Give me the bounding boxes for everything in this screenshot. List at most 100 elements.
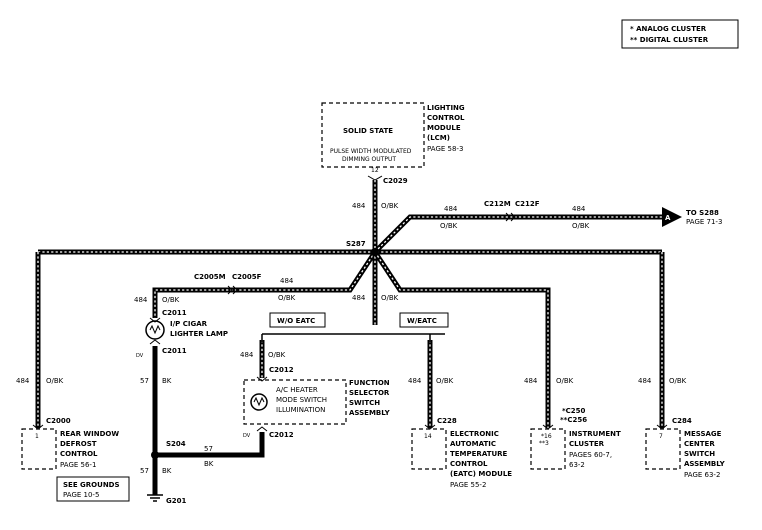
c2012-bottom-label: C2012 <box>269 431 294 439</box>
c256-label: **C256 <box>560 416 587 424</box>
option-with-box <box>399 312 449 328</box>
wire-to-cluster <box>372 250 551 428</box>
lbl-bk-func: BK <box>204 460 214 468</box>
see-grounds-line1: SEE GROUNDS <box>63 481 120 489</box>
c284-label: C284 <box>672 417 692 425</box>
rear-defrost-name2: DEFROST <box>60 440 97 448</box>
c2011-bottom-label: C2011 <box>162 347 187 355</box>
lcm-page: PAGE 58-3 <box>427 145 463 153</box>
option-with: W/EATC <box>407 317 437 325</box>
cluster-box <box>530 428 566 470</box>
wire-ground-func <box>155 432 265 458</box>
message-center-name2: CENTER <box>684 440 715 448</box>
func-name2: SELECTOR <box>349 389 390 397</box>
option-without: W/O EATC <box>277 317 315 325</box>
s204-splice <box>151 451 159 459</box>
option-without-box <box>269 312 326 328</box>
c2005m-label: C2005M <box>194 273 226 281</box>
func-name4: ASSEMBLY <box>349 409 391 417</box>
s288-letter: A <box>665 214 671 222</box>
cluster-pin-analog: *16 <box>541 433 552 440</box>
eatc-name2: AUTOMATIC <box>450 440 496 448</box>
function-switch-box <box>243 379 347 425</box>
cluster-page2: 63-2 <box>569 461 585 469</box>
func-inner2: MODE SWITCH <box>276 396 327 404</box>
lbl-484-c212: 484 <box>444 205 458 213</box>
eatc-box <box>411 428 447 470</box>
wire-labels: 484 O/BK 484 O/BK 484 O/BK 484 O/BK 484 … <box>16 202 687 385</box>
c2029-label: C2029 <box>383 177 408 185</box>
see-grounds: SEE GROUNDS PAGE 10-5 <box>56 476 130 502</box>
lcm-inner-sub1: PULSE WIDTH MODULATED <box>330 148 412 155</box>
lbl-57-top: 57 <box>140 377 149 385</box>
lbl-57-func: 57 <box>204 445 213 453</box>
legend-box <box>621 19 739 49</box>
lcm-inner-title: SOLID STATE <box>343 127 393 135</box>
cluster-pin-digital: **3 <box>539 440 549 447</box>
legend-digital: ** DIGITAL CLUSTER <box>630 36 709 44</box>
lcm-inner-sub2: DIMMING OUTPUT <box>342 156 396 163</box>
lbl-484-func: 484 <box>240 351 254 359</box>
eatc-module: C228 14 ELECTRONIC AUTOMATIC TEMPERATURE… <box>411 417 512 489</box>
s288-label: TO S288 <box>686 209 719 217</box>
g201-label: G201 <box>166 497 186 505</box>
c2011-top-label: C2011 <box>162 309 187 317</box>
rear-defrost-name3: CONTROL <box>60 450 98 458</box>
lbl-obk-defrost: O/BK <box>46 377 64 385</box>
lbl-484-eatc: 484 <box>408 377 422 385</box>
c2029-connector <box>367 175 383 181</box>
cluster-name1: INSTRUMENT <box>569 430 621 438</box>
ground-path: S204 57 BK 57 BK 57 BK G201 <box>140 346 265 505</box>
s288-page: PAGE 71-3 <box>686 218 722 226</box>
func-name3: SWITCH <box>349 399 380 407</box>
message-center-pin: 7 <box>659 433 663 440</box>
eatc-name1: ELECTRONIC <box>450 430 499 438</box>
message-center-page: PAGE 63-2 <box>684 471 720 479</box>
cigar-name1: I/P CIGAR <box>170 320 208 328</box>
lbl-obk-s288: O/BK <box>572 222 590 230</box>
message-center-name4: ASSEMBLY <box>684 460 726 468</box>
s287-splice <box>371 248 379 256</box>
message-center-box <box>645 428 681 470</box>
switch-lamp-icon <box>250 393 268 411</box>
lamp-icon <box>145 320 165 340</box>
c2005f-label: C2005F <box>232 273 262 281</box>
c2012-top-label: C2012 <box>269 366 294 374</box>
see-grounds-line2: PAGE 10-5 <box>63 491 99 499</box>
cigar-name2: LIGHTER LAMP <box>170 330 228 338</box>
rear-defrost-page: PAGE 56-1 <box>60 461 96 469</box>
lbl-484-cluster: 484 <box>524 377 538 385</box>
rear-defrost-pin: 1 <box>35 433 39 440</box>
lcm-pin: 12 <box>371 167 379 174</box>
c228-label: C228 <box>437 417 457 425</box>
lbl-obk-lcm: O/BK <box>381 202 399 210</box>
func-inner3: ILLUMINATION <box>276 406 325 414</box>
eatc-name4: CONTROL <box>450 460 488 468</box>
wire-to-s288 <box>373 214 662 254</box>
lbl-obk-cigar: O/BK <box>162 296 180 304</box>
rear-defrost-control: C2000 1 REAR WINDOW DEFROST CONTROL PAGE… <box>21 417 119 470</box>
cluster-name2: CLUSTER <box>569 440 605 448</box>
message-center-name3: SWITCH <box>684 450 715 458</box>
lbl-484-cigar: 484 <box>134 296 148 304</box>
lbl-obk-c2005: O/BK <box>278 294 296 302</box>
rear-defrost-box <box>21 428 57 470</box>
c2000-label: C2000 <box>46 417 71 425</box>
lcm-name1: LIGHTING <box>427 104 465 112</box>
lbl-bk-top: BK <box>162 377 172 385</box>
lbl-484-c2005: 484 <box>280 277 294 285</box>
lbl-bk-bottom: BK <box>162 467 172 475</box>
lbl-484-msg: 484 <box>638 377 652 385</box>
instrument-cluster: *C250 **C256 *16 **3 INSTRUMENT CLUSTER … <box>530 407 621 470</box>
eatc-pin: 14 <box>424 433 432 440</box>
function-selector-switch: C2012 A/C HEATER MODE SWITCH ILLUMINATIO… <box>243 366 391 439</box>
lbl-484-defrost: 484 <box>16 377 30 385</box>
lbl-484-lcm: 484 <box>352 202 366 210</box>
rear-defrost-name1: REAR WINDOW <box>60 430 119 438</box>
cluster-page1: PAGES 60-7, <box>569 451 612 459</box>
ground-icon <box>147 494 163 502</box>
func-inner1: A/C HEATER <box>276 386 318 394</box>
legend-analog: * ANALOG CLUSTER <box>630 25 707 33</box>
